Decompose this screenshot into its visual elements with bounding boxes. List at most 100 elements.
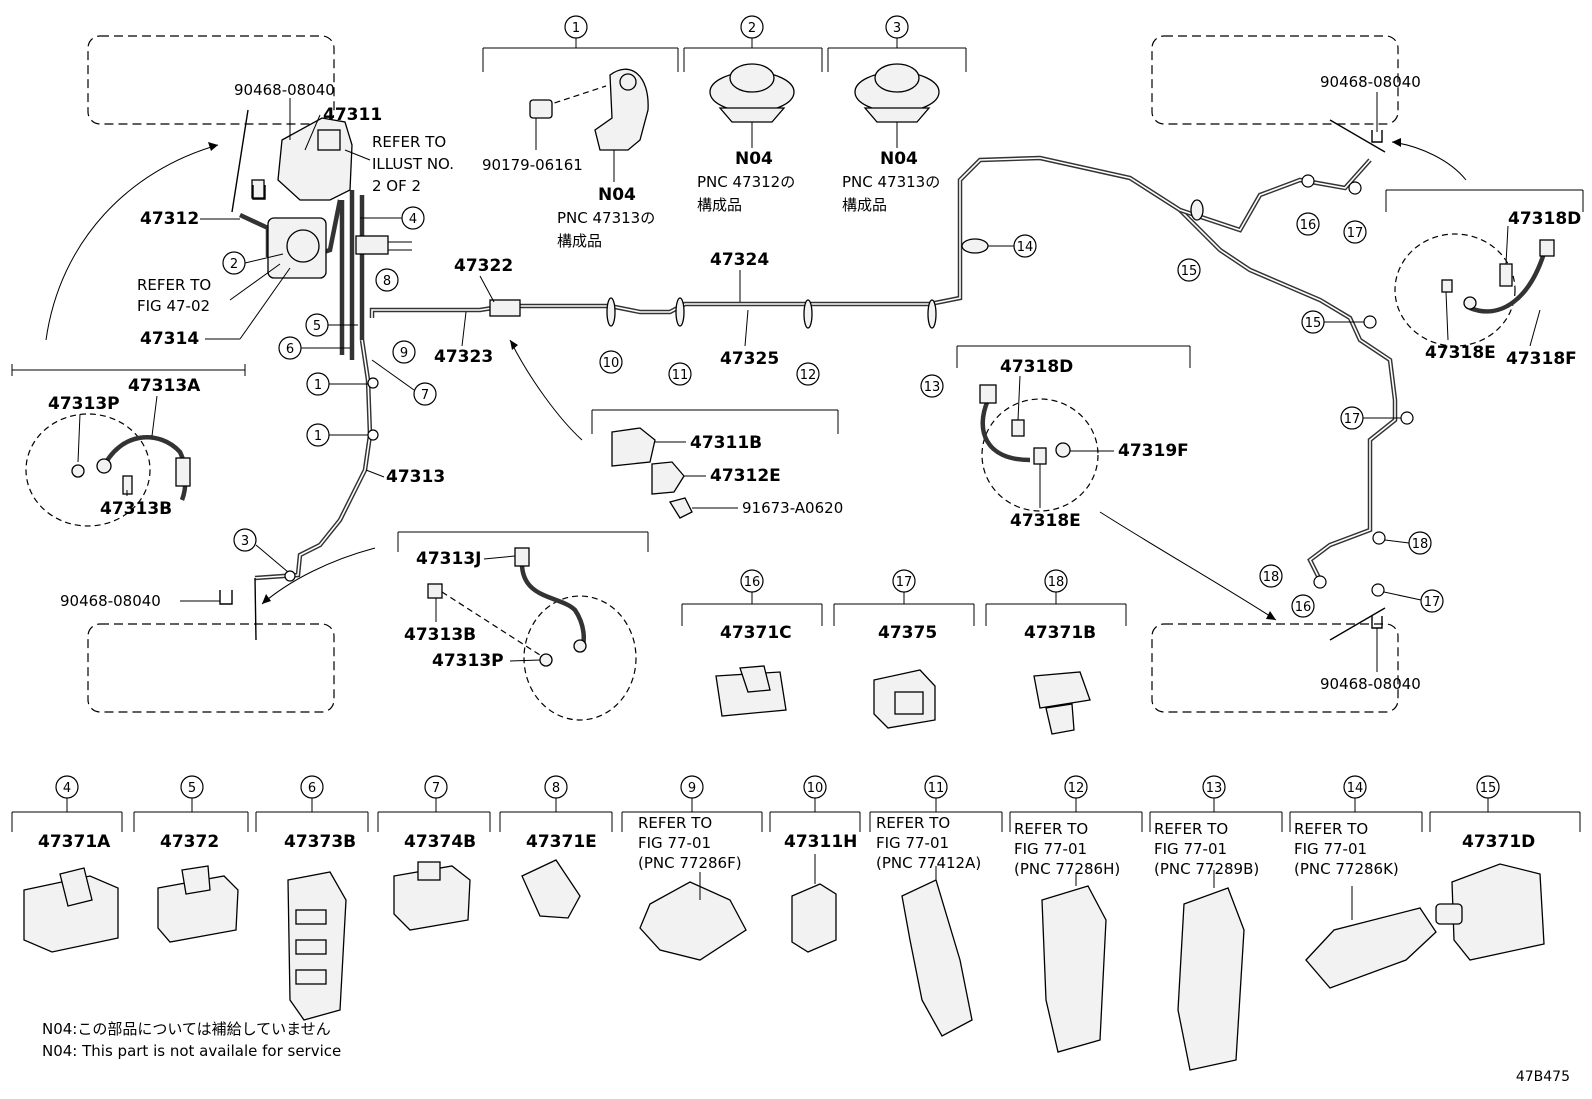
pipe-end-top-right [1329,119,1386,153]
label-47313: 47313 [386,467,445,487]
svg-text:2: 2 [230,257,238,272]
legend-row1-brackets [681,592,1127,626]
svg-text:FIG 77-01: FIG 77-01 [1294,840,1367,858]
clip-47373b-drawing [287,871,347,1021]
note-en: N04: This part is not availale for servi… [42,1042,342,1060]
svg-text:REFER TO: REFER TO [137,276,211,294]
clip-1-a [367,377,379,389]
label-47313b: 47313B [100,499,172,519]
svg-text:6: 6 [286,342,294,357]
svg-text:4: 4 [409,212,417,227]
clip-1-b [367,429,379,441]
label-47314: 47314 [140,329,199,349]
svg-text:REFER TO: REFER TO [1294,820,1368,838]
clip-15-upper [1190,199,1204,221]
svg-text:6: 6 [308,781,316,796]
svg-text:7: 7 [421,388,429,403]
svg-text:1: 1 [572,21,580,36]
figure-id: 47B475 [1515,1069,1570,1085]
clip-47374b-drawing [393,861,471,931]
clip-77286k-drawing [1305,886,1437,989]
legend-47371b: 47371B [1024,623,1096,643]
clip-47375-drawing [873,669,936,729]
svg-text:(PNC 77286F): (PNC 77286F) [638,854,742,872]
svg-text:REFER TO: REFER TO [1014,820,1088,838]
clip-77412a-drawing [901,866,973,1037]
svg-text:2 OF 2: 2 OF 2 [372,177,421,195]
pipe-left-end [231,109,257,641]
label-47313a: 47313A [128,376,201,396]
svg-text:REFER TO: REFER TO [372,133,446,151]
svg-text:10: 10 [807,781,824,796]
clip-14 [961,238,989,254]
svg-text:FIG 77-01: FIG 77-01 [1014,840,1087,858]
svg-text:(PNC 77289B): (PNC 77289B) [1154,860,1259,878]
hose-detail-47318-middle [956,345,1191,512]
svg-text:REFER TO: REFER TO [1154,820,1228,838]
legend-47371c: 47371C [720,623,792,643]
notes: N04:この部品については補給していません N04: This part is … [42,1018,341,1062]
svg-text:18: 18 [1263,570,1280,585]
label-47318d: 47318D [1508,209,1581,229]
bracket-top-right [1371,130,1383,143]
label-47311b: 47311B [690,433,762,453]
clip-detail-47311b [591,409,839,519]
svg-text:17: 17 [1347,226,1364,241]
label-47311: 47311 [323,105,382,125]
svg-text:47311H: 47311H [784,832,857,852]
svg-text:1: 1 [314,378,322,393]
svg-text:8: 8 [552,781,560,796]
svg-text:FIG 77-01: FIG 77-01 [638,834,711,852]
svg-text:11: 11 [928,781,945,796]
ref-box-top-right [1151,35,1399,125]
svg-text:FIG 77-01: FIG 77-01 [876,834,949,852]
label-47312e: 47312E [710,466,781,486]
svg-text:9: 9 [688,781,696,796]
svg-text:17: 17 [1424,595,1441,610]
grommet-part-2 [709,63,795,148]
label-47322: 47322 [454,256,513,276]
legend-row2-labels: 47371A 47372 47373B 47374B 47371E REFER … [38,814,1535,878]
label-90468-b: 90468-08040 [60,592,161,610]
svg-text:47374B: 47374B [404,832,476,852]
clip-47371b-drawing [1033,671,1091,735]
svg-text:17: 17 [896,575,913,590]
clip-18-right [1372,531,1386,545]
svg-text:1: 1 [314,429,322,444]
pipe-end-bottom-right [1329,607,1386,641]
label-90468-c: 90468-08040 [1320,73,1421,91]
svg-text:3: 3 [893,21,901,36]
clip-47311h-drawing [791,854,837,953]
arrowhead [1392,138,1401,147]
clip-47371c-drawing [715,665,787,717]
clip-77286h-drawing [1041,872,1107,1053]
svg-text:47373B: 47373B [284,832,356,852]
label-47313j: 47313J [416,549,481,569]
arrow-to-top-left-box [45,144,219,341]
label-47312: 47312 [140,209,199,229]
clip-15-right [1363,315,1377,329]
svg-text:ILLUST NO.: ILLUST NO. [372,155,454,173]
label-47313p-2: 47313P [432,651,504,671]
arrow-to-joint [509,339,583,441]
svg-text:18: 18 [1412,537,1429,552]
svg-text:FIG 77-01: FIG 77-01 [1154,840,1227,858]
svg-text:7: 7 [432,781,440,796]
arrow-to-bottom-right-box [1099,511,1277,621]
group-bracket-1-3 [482,36,967,72]
callout-circles: 1 2 3 4 2 8 5 6 9 7 1 1 3 10 11 12 13 14… [55,15,1500,799]
svg-text:(PNC 77286H): (PNC 77286H) [1014,860,1120,878]
label-47323: 47323 [434,347,493,367]
ref-box-bottom-left [87,623,335,713]
svg-text:16: 16 [1295,600,1312,615]
label-47325: 47325 [720,349,779,369]
svg-text:8: 8 [383,274,391,289]
label-90468-d: 90468-08040 [1320,675,1421,693]
svg-text:10: 10 [603,356,620,371]
svg-text:構成品: 構成品 [557,232,602,250]
bracket-bottom-right [1371,616,1383,629]
svg-text:15: 15 [1480,781,1497,796]
svg-text:16: 16 [1300,218,1317,233]
note-jp: N04:この部品については補給していません [42,1020,331,1038]
